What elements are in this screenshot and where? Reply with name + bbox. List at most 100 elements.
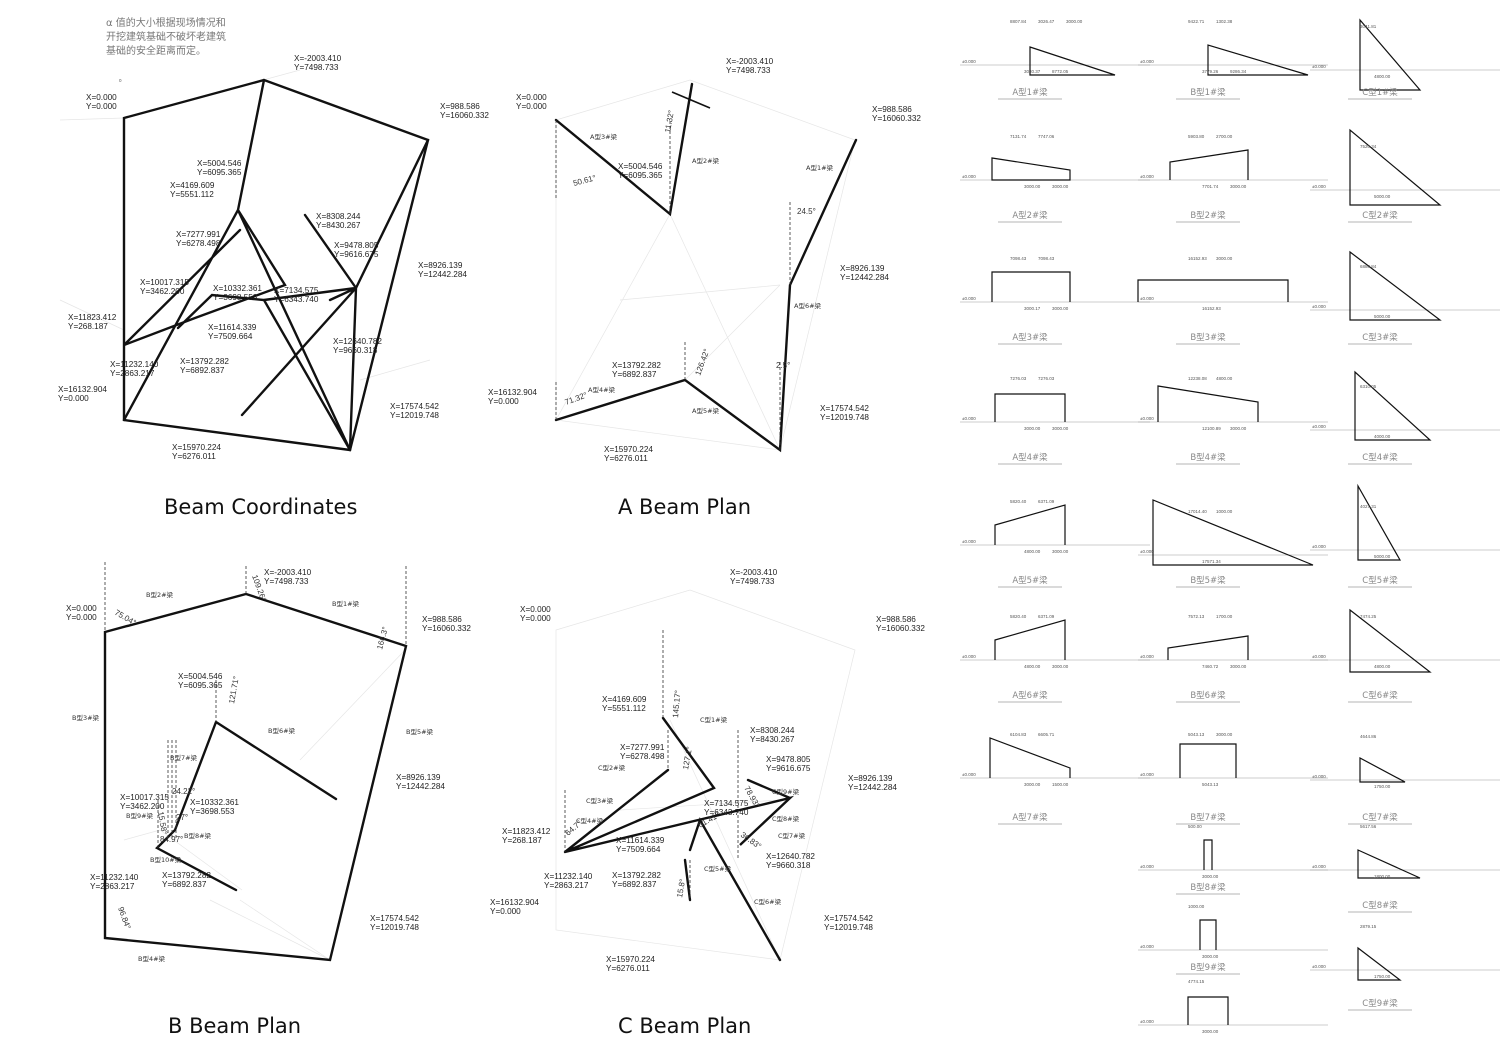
c-angle-labels: 145.17° 127.1° 78.93° 61.41° 64.7° 36.83… <box>564 690 764 899</box>
b-p2-x: X=-2003.410 <box>264 568 312 577</box>
c-beam-7-label: C型7#梁 <box>778 831 806 840</box>
c-p13-x: X=11823.412 <box>502 827 551 836</box>
ground-level-label: ±0.000 <box>962 416 976 421</box>
p14-x: X=11614.339 <box>208 323 257 332</box>
b-p17-y: Y=6892.837 <box>162 880 207 889</box>
b-angle-1: 75.04° <box>113 608 138 627</box>
dimension-label: 7572.13 <box>1188 614 1205 619</box>
beam-elevation-shape <box>1349 128 1442 206</box>
detail-caption: C型3#梁 <box>1362 333 1398 343</box>
beam-elevation-shape <box>1152 499 1314 566</box>
coordinate-labels: X=0.000 Y=0.000 X=-2003.410 Y=7498.733 X… <box>58 54 489 461</box>
b-angle-5: 96.84° <box>116 906 132 931</box>
dimension-label: 5000.00 <box>1374 194 1391 199</box>
faint-background <box>555 79 856 451</box>
ground-level-label: ±0.000 <box>1140 416 1154 421</box>
dimension-label: 4027.31 <box>1360 504 1377 509</box>
c-p19-y: Y=12019.748 <box>824 923 873 932</box>
ground-level-label: ±0.000 <box>962 654 976 659</box>
beam-elevation-shape <box>994 619 1066 660</box>
p7-y: Y=6278.498 <box>176 239 221 248</box>
dimension-label: 5000.00 <box>1374 554 1391 559</box>
p2-y: Y=7498.733 <box>294 63 339 72</box>
panel-c-beam-plan: X=0.000 Y=0.000 X=-2003.410 Y=7498.733 X… <box>490 568 925 1038</box>
ground-level-label: ±0.000 <box>1140 174 1154 179</box>
dimension-label: 17014.40 <box>1188 509 1207 514</box>
a-beam-2-label: A型2#梁 <box>692 156 720 165</box>
dimension-label: 8772.05 <box>1052 69 1069 74</box>
c-p14-x: X=11614.339 <box>616 836 665 845</box>
b-p9-x: X=8926.139 <box>396 773 441 782</box>
dimension-label: 9286.34 <box>1230 69 1247 74</box>
dimension-label: 5043.13 <box>1188 732 1205 737</box>
b-angle-3: 166.3° <box>375 626 390 651</box>
detail-caption: B型9#梁 <box>1190 963 1226 973</box>
p9-x: X=8926.139 <box>418 261 463 270</box>
p19-y: Y=12019.748 <box>390 411 439 420</box>
c-p12-x: X=7134.575 <box>704 799 749 808</box>
dimension-label: 8807.84 <box>1010 19 1027 24</box>
beam-elevation-shape <box>1359 18 1422 91</box>
dimension-label: 5820.40 <box>1010 499 1027 504</box>
p20-x: X=15970.224 <box>172 443 221 452</box>
b-beam-4-label: B型4#梁 <box>138 954 166 963</box>
p6-x: X=8308.244 <box>316 212 361 221</box>
dimension-label: 6371.09 <box>1038 614 1055 619</box>
b-angle-8: 27° <box>176 813 188 822</box>
c-angle-1: 145.17° <box>671 690 682 718</box>
beam-elevation-shape <box>1137 279 1289 302</box>
c-beam-6-label: C型6#梁 <box>754 897 782 906</box>
dimension-label: 6371.09 <box>1038 499 1055 504</box>
beam-elevation-shape <box>1357 946 1402 981</box>
a-beam-4-label: A型4#梁 <box>588 385 616 394</box>
a-angle-5: 71.32° <box>564 390 589 406</box>
p8-x: X=9478.805 <box>334 241 379 250</box>
dimension-label: 3026.47 <box>1038 19 1055 24</box>
p12-y: Y=6343.740 <box>274 295 319 304</box>
dimension-label: 6310.05 <box>1360 384 1377 389</box>
dimension-label: 4774.15 <box>1188 979 1205 984</box>
note-line-2: 开挖建筑基础不破坏老建筑 <box>106 30 226 43</box>
title-c-beam-plan: C Beam Plan <box>618 1014 751 1038</box>
b-p10-x: X=10017.315 <box>120 793 169 802</box>
ground-level-label: ±0.000 <box>962 296 976 301</box>
dimension-label: 3000.00 <box>1230 426 1247 431</box>
c-p6-x: X=8308.244 <box>750 726 795 735</box>
c-beam-9-label: C型9#梁 <box>772 787 800 796</box>
dimension-label: 16152.93 <box>1202 306 1221 311</box>
dimension-label: 7131.74 <box>1010 134 1027 139</box>
ground-level-label: ±0.000 <box>1312 774 1326 779</box>
c-p8-y: Y=9616.675 <box>766 764 811 773</box>
a-p19-x: X=17574.542 <box>820 404 869 413</box>
a-angle-labels: 11.32° 50.61° 24.5° 126.42° 71.32° 2.5° <box>564 110 816 407</box>
p4-y: Y=6095.365 <box>197 168 242 177</box>
dimension-label: 17571.34 <box>1202 559 1221 564</box>
panel-beam-coordinates: 0 X=0.000 Y=0.000 X=-2003.410 Y=7498.733… <box>58 54 489 519</box>
beam-elevation-shape <box>1354 370 1432 441</box>
dimension-label: 7276.03 <box>1010 376 1027 381</box>
ground-level-label: ±0.000 <box>1312 544 1326 549</box>
c-beam-8-label: C型8#梁 <box>772 814 800 823</box>
design-note: α 值的大小根据现场情况和 开挖建筑基础不破坏老建筑 基础的安全距离而定。 <box>106 16 226 57</box>
a-coordinate-labels: X=0.000 Y=0.000 X=-2003.410 Y=7498.733 X… <box>488 57 921 463</box>
dimension-label: 3000.00 <box>1202 874 1219 879</box>
detail-caption: B型6#梁 <box>1190 691 1226 701</box>
dimension-label: 3000.00 <box>1216 256 1233 261</box>
c-p9-x: X=8926.139 <box>848 774 893 783</box>
b-p9-y: Y=12442.284 <box>396 782 445 791</box>
c-p20-x: X=15970.224 <box>606 955 655 964</box>
dimension-label: 7098.43 <box>1038 256 1055 261</box>
detail-caption: A型6#梁 <box>1012 691 1048 701</box>
detail-caption: A型4#梁 <box>1012 453 1048 463</box>
c-beam-4-label: C型4#梁 <box>576 816 604 825</box>
beam-elevation-shape <box>1199 919 1217 950</box>
